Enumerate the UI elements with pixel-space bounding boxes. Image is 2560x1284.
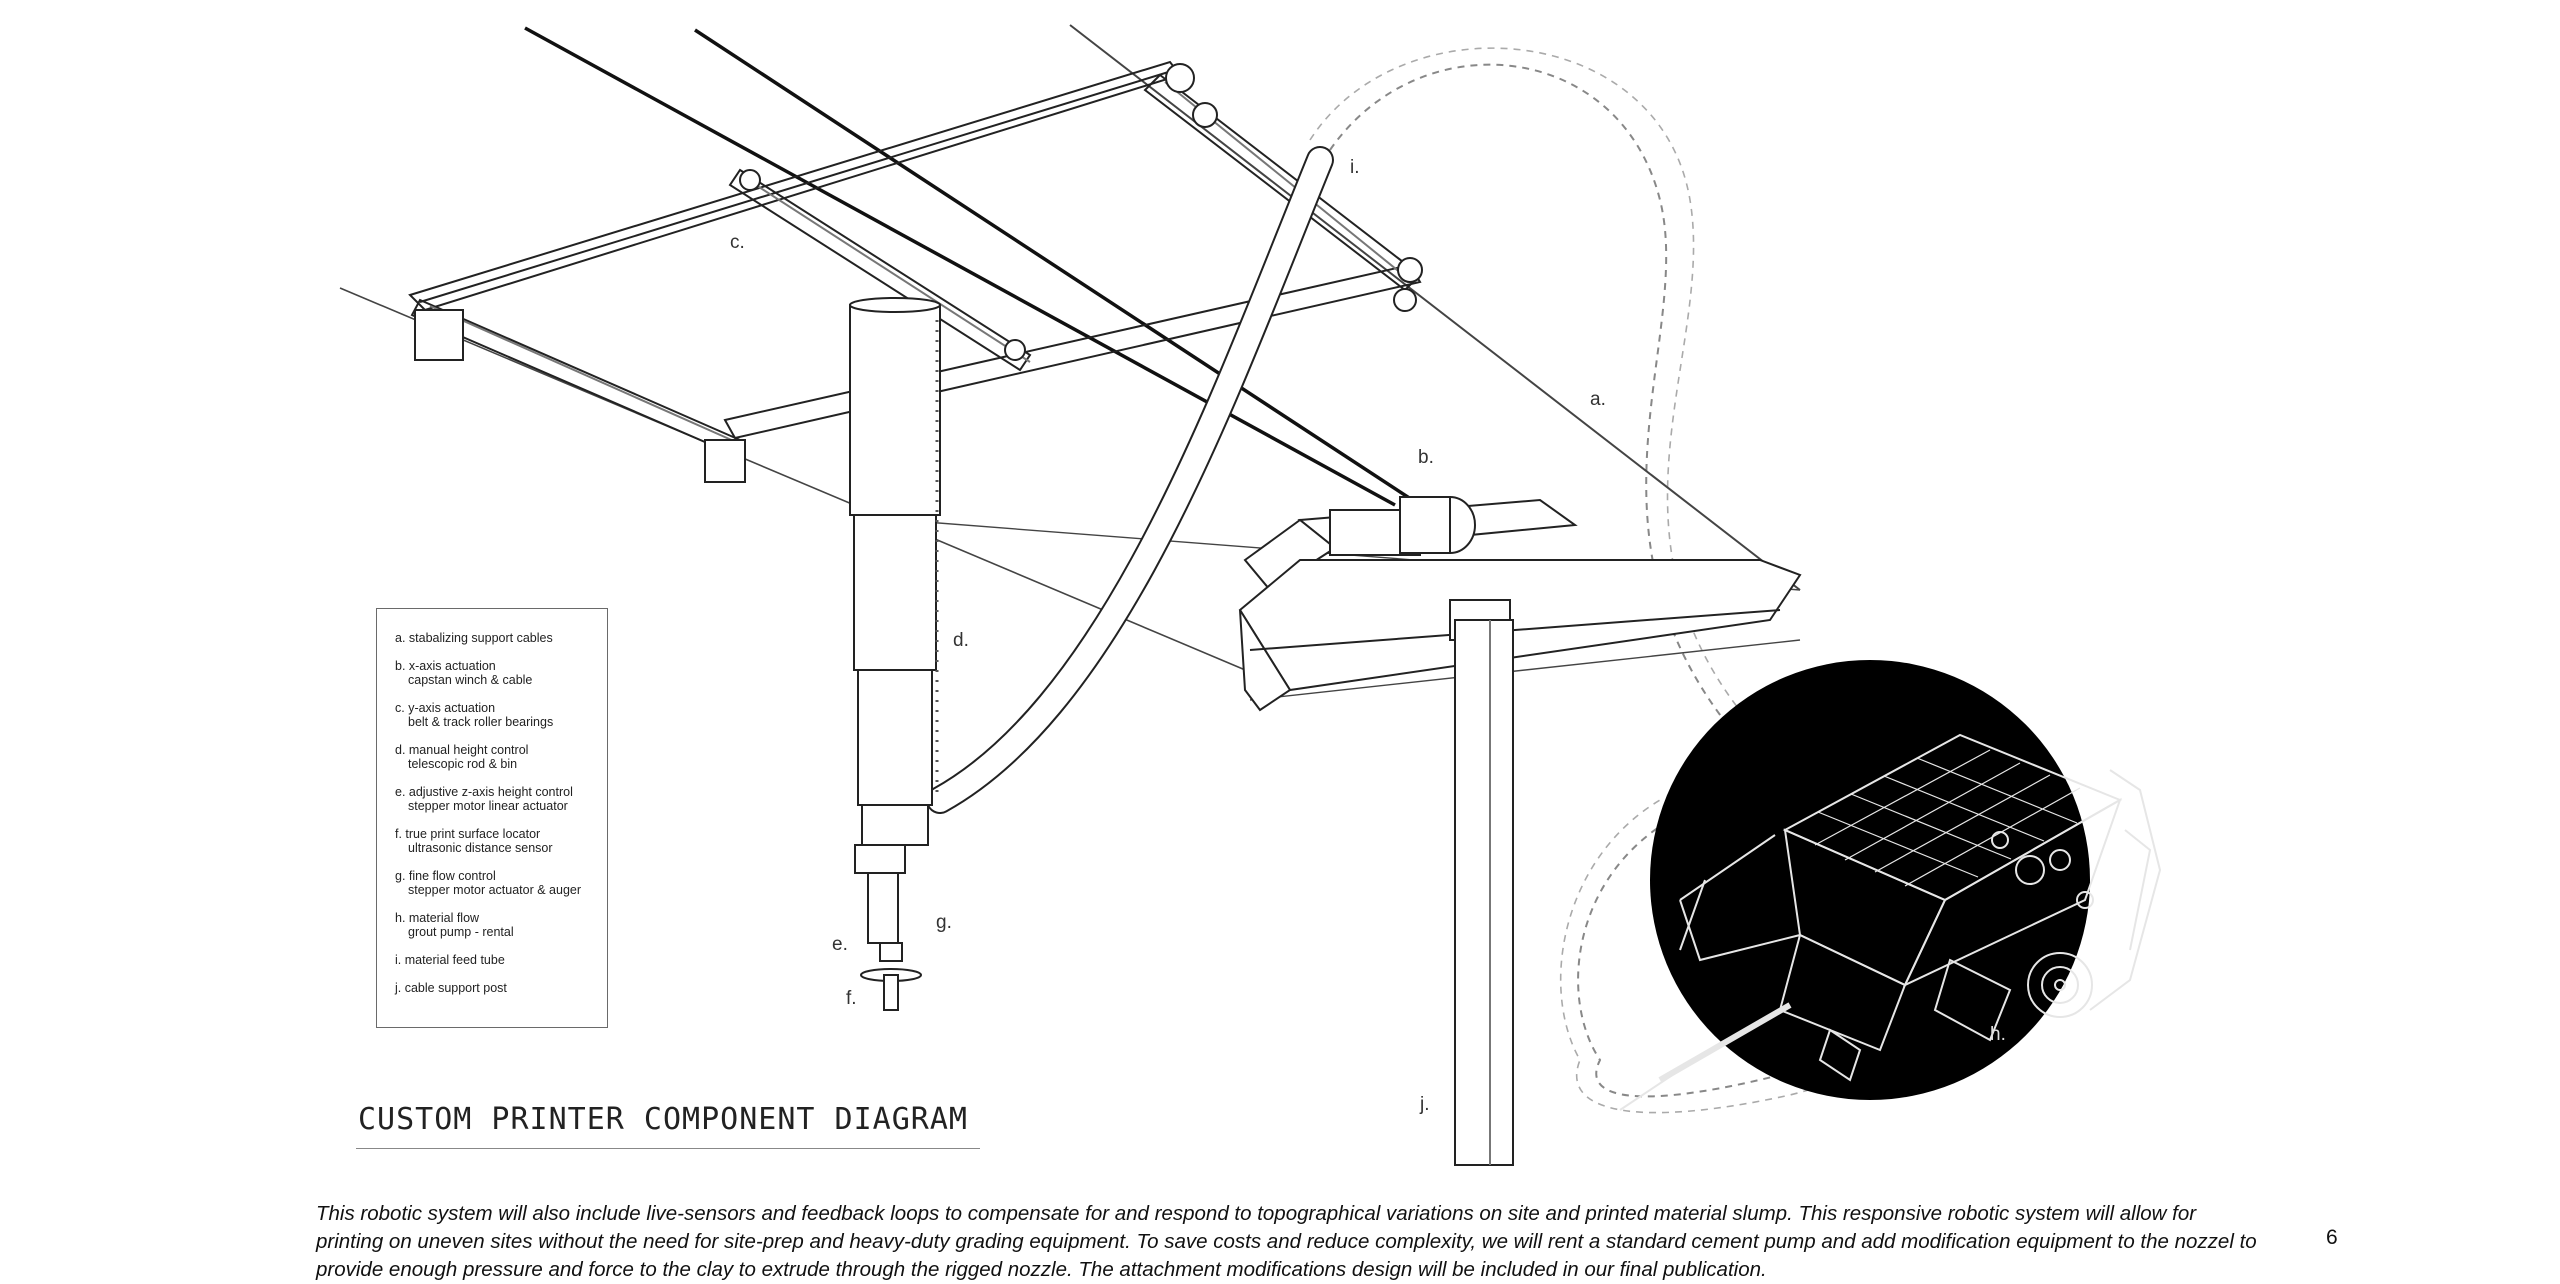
- legend-item: j. cable support post: [395, 981, 507, 995]
- callout-c: c.: [730, 232, 745, 253]
- winch-platform: [1238, 496, 1802, 712]
- callout-i: i.: [1350, 157, 1360, 178]
- title-underline: [356, 1148, 980, 1149]
- callout-a: a.: [1590, 389, 1606, 410]
- pump-inset: [1619, 660, 2162, 1111]
- callout-f: f.: [846, 988, 857, 1009]
- telescopic-rod: [849, 297, 941, 1011]
- callout-b: b.: [1418, 447, 1434, 468]
- capstan-cables: [524, 26, 1421, 507]
- caption-paragraph: This robotic system will also include li…: [316, 1202, 2257, 1281]
- legend-item: i. material feed tube: [395, 953, 505, 967]
- feed-path-dashed-outer: [1309, 47, 1947, 1114]
- legend-item: a. stabalizing support cables: [395, 631, 553, 645]
- callout-h: h.: [1990, 1024, 2006, 1045]
- callout-j: j.: [1419, 1094, 1430, 1115]
- diagram-title: CUSTOM PRINTER COMPONENT DIAGRAM: [358, 1102, 968, 1137]
- page-number: 6: [2326, 1226, 2338, 1249]
- callout-g: g.: [936, 912, 952, 933]
- feed-path-dashed: [1329, 63, 1921, 1098]
- callout-d: d.: [953, 630, 969, 651]
- component-legend: a. stabalizing support cables b. x-axis …: [376, 608, 608, 1028]
- support-post: [1454, 619, 1514, 1166]
- gantry-frame: [408, 60, 1423, 483]
- callout-e: e.: [832, 934, 848, 955]
